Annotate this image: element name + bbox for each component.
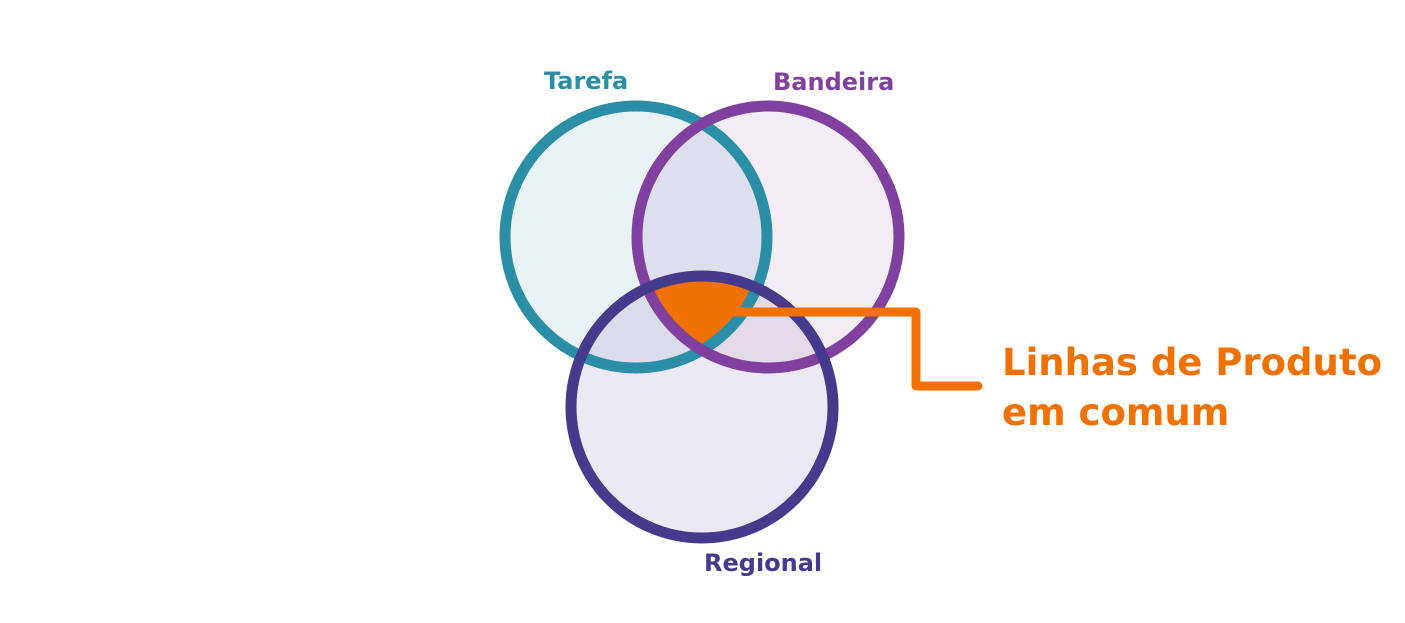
callout-line-1: Linhas de Produto: [1002, 341, 1382, 384]
circle-tarefa-outline: [499, 100, 773, 374]
callout-connector: [730, 307, 983, 391]
circle-regional-outline: [565, 270, 839, 544]
label-regional: Regional: [704, 549, 823, 577]
callout-text: Linhas de Produto em comum: [1002, 338, 1382, 438]
label-tarefa: Tarefa: [544, 67, 629, 95]
circle-bandeira-outline: [631, 100, 905, 374]
callout-line-2: em comum: [1002, 391, 1230, 434]
label-bandeira: Bandeira: [773, 68, 895, 96]
overlap-bandeira-regional: [637, 276, 833, 368]
overlap-tarefa-regional: [571, 276, 767, 368]
